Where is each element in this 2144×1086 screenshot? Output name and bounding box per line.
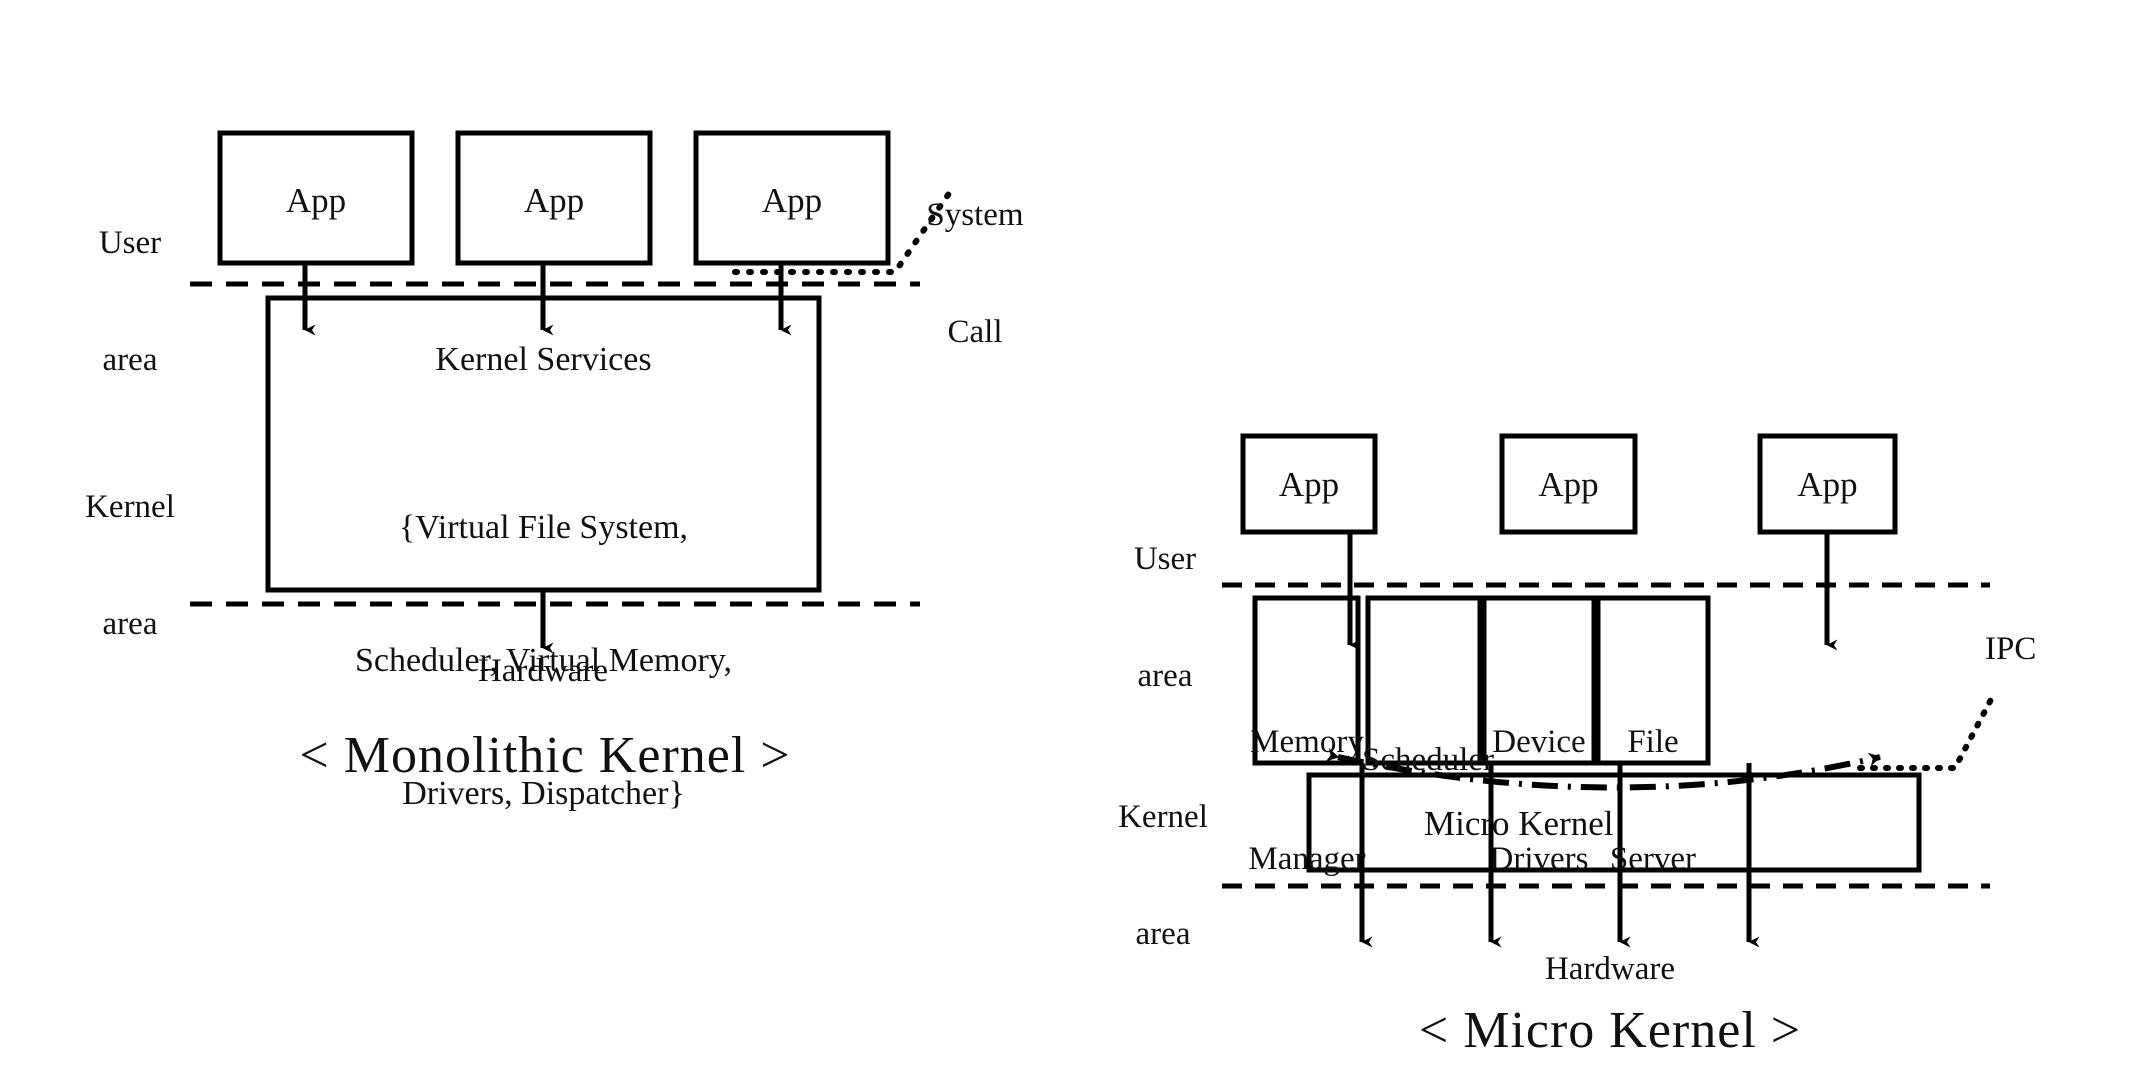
kernel-services-title: Kernel Services [435,341,652,378]
micro-app-label-2: App [1538,465,1599,504]
kernel-area-line2: area [102,605,158,642]
micro-app-boxes [1240,433,1898,535]
micro-user-area-line1: User [1133,540,1197,577]
monolithic-hardware-label: Hardware [477,653,609,689]
micro-kernel-area-label: Kernel area [1088,720,1238,1032]
micro-caption: < Micro Kernel > [1418,1002,1802,1059]
micro-kernel-area-line2: area [1135,915,1191,952]
ipc-leader [1857,689,1998,771]
system-call-line2: Call [947,313,1003,350]
user-area-line1: User [98,224,162,261]
micro-kernel-area-line1: Kernel [1118,798,1208,835]
kernel-services-line2: Scheduler, Virtual Memory, [354,641,733,679]
user-area-line2: area [102,341,158,378]
micro-hardware-label: Hardware [1544,951,1676,987]
micro-service-label-scheduler: Scheduler [1362,663,1494,858]
kernel-services-line3: Drivers, Dispatcher} [402,774,685,812]
monolithic-app-label-1: App [285,181,347,220]
micro-kernel-box [1306,772,1922,873]
micro-app-service-arrows [1347,532,1838,651]
system-call-leader [732,189,953,275]
monolithic-user-area-label: User area [60,146,200,458]
system-call-line1: System [926,196,1024,233]
monolithic-app-boxes [217,130,891,266]
micro-user-area-line2: area [1137,657,1193,694]
monolithic-app-label-3: App [761,181,823,220]
micro-app-label-1: App [1278,465,1340,504]
service-device-line1: Device [1492,723,1586,760]
service-memory-line2: Manager [1248,840,1366,877]
micro-service-label-memory-manager: Memory Manager [1248,645,1366,957]
kernel-services-list: {Virtual File System, Scheduler, Virtual… [258,418,829,904]
monolithic-kernel-area-label: Kernel area [50,410,210,722]
service-file-line1: File [1627,723,1679,760]
service-file-line2: Server [1609,840,1697,877]
kernel-services-line1: {Virtual File System, [398,509,689,547]
micro-app-label-3: App [1797,465,1858,504]
micro-service-label-device-drivers: Device Drivers [1482,645,1596,957]
kernel-area-line1: Kernel [85,488,175,525]
micro-service-hardware-arrows [1359,763,1760,948]
ipc-label: IPC [1985,631,2037,667]
monolithic-app-label-2: App [523,181,585,220]
micro-kernel-box-title: Micro Kernel [1424,804,1614,843]
service-memory-line1: Memory [1250,723,1364,760]
monolithic-caption: < Monolithic Kernel > [299,727,791,784]
service-scheduler-line1: Scheduler [1362,741,1494,778]
system-call-label: System Call [880,118,1070,430]
service-device-line2: Drivers [1489,840,1589,877]
micro-service-label-file-server: File Server [1596,645,1710,957]
micro-user-area-label: User area [1100,462,1230,774]
